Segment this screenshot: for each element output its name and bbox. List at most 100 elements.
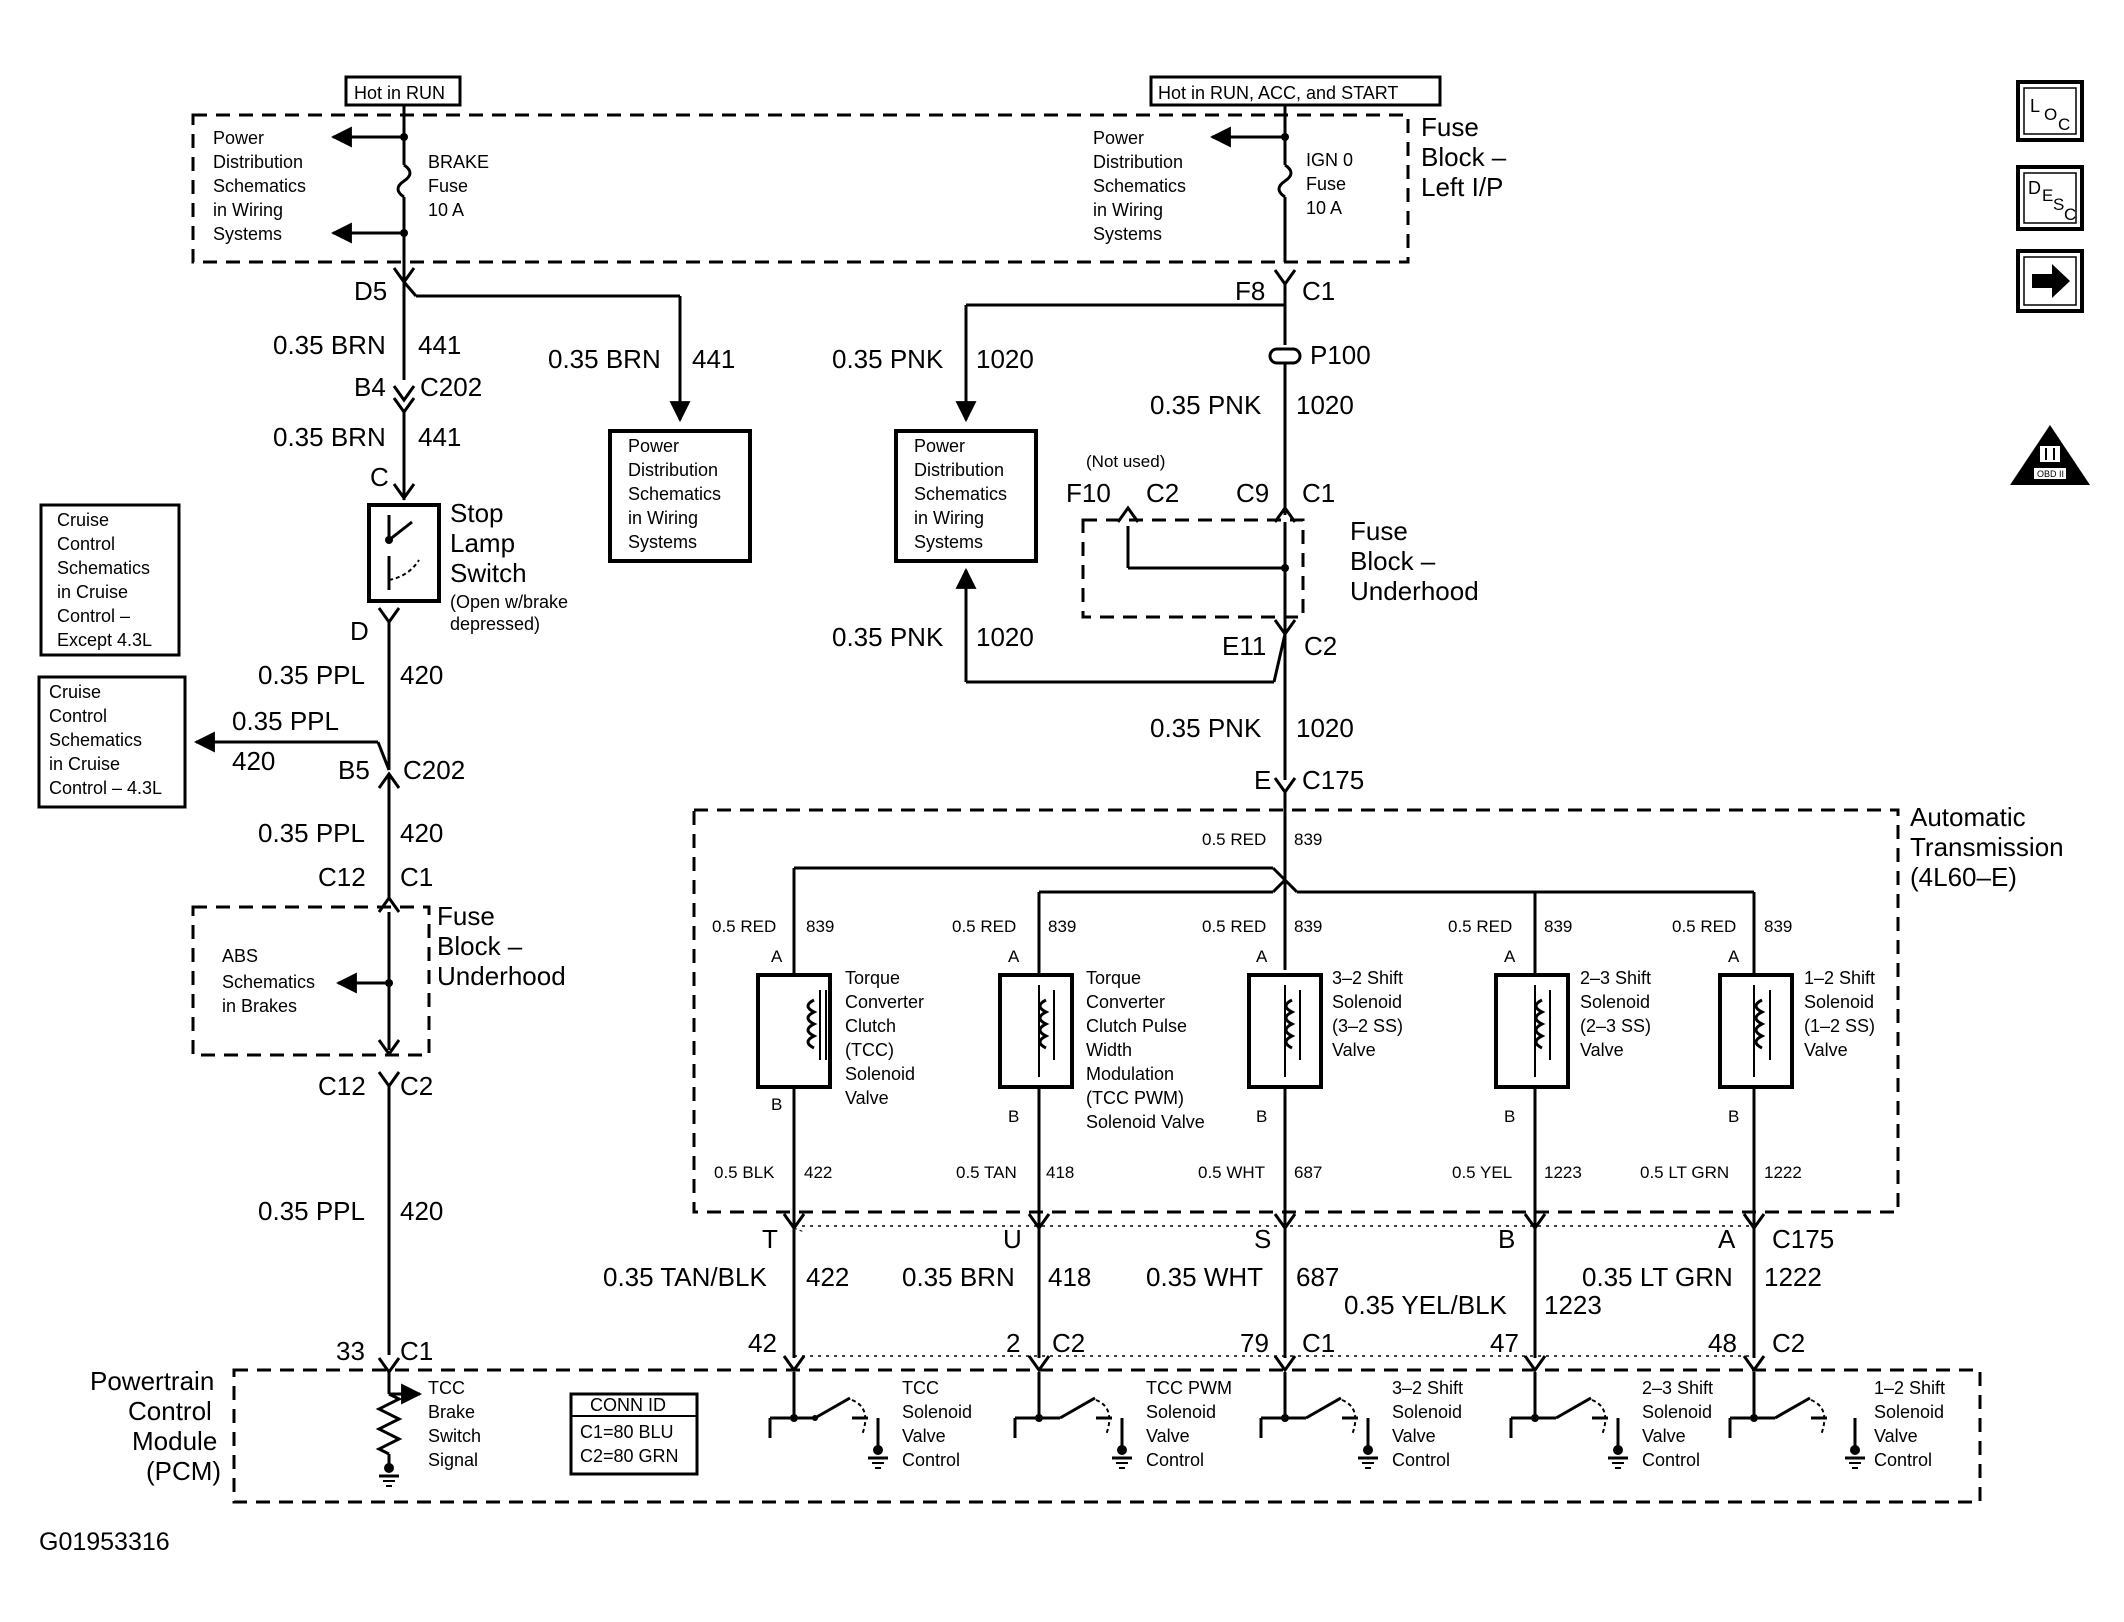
solenoid-tcc: 0.5 RED 839 A B 0.5 BLK 422	[712, 868, 834, 1232]
ign-fuse-text: IGN 0 Fuse 10 A	[1306, 150, 1353, 218]
automatic-transmission-box	[692, 808, 1900, 1214]
svg-text:Systems: Systems	[213, 224, 282, 244]
svg-text:10 A: 10 A	[1306, 198, 1342, 218]
brake-fuse-text: BRAKE Fuse 10 A	[428, 152, 489, 220]
svg-text:Distribution: Distribution	[213, 152, 303, 172]
conn-c1-c9: C1	[1302, 478, 1335, 508]
wire-yelblk: 0.35 YEL/BLK	[1344, 1290, 1508, 1320]
brake-fuse-symbol	[396, 163, 412, 199]
svg-text:Control: Control	[902, 1450, 960, 1470]
pcm-switch-2-3-text: 2–3 Shift Solenoid Valve Control	[1642, 1378, 1713, 1470]
svg-text:3–2 Shift: 3–2 Shift	[1332, 968, 1403, 988]
wire-pnk-1: 0.35 PNK	[1150, 390, 1262, 420]
svg-text:Schematics: Schematics	[57, 558, 150, 578]
svg-text:Solenoid: Solenoid	[1332, 992, 1402, 1012]
solenoid-3-2-text: 3–2 Shift Solenoid (3–2 SS) Valve	[1332, 968, 1403, 1060]
svg-text:Fuse: Fuse	[428, 176, 468, 196]
conn-b5: B5	[338, 755, 370, 785]
solenoid-1-2: 0.5 RED 839 A B 0.5 LT GRN 1222	[1640, 892, 1802, 1232]
wire-420-2: 420	[400, 818, 443, 848]
abs-text: ABS Schematics in Brakes	[222, 946, 315, 1016]
ign-fuse-symbol	[1277, 163, 1293, 199]
svg-text:839: 839	[1544, 917, 1572, 936]
svg-text:3–2 Shift: 3–2 Shift	[1392, 1378, 1463, 1398]
svg-text:U: U	[1003, 1224, 1022, 1254]
svg-text:Valve: Valve	[1392, 1426, 1436, 1446]
wire-418: 418	[1048, 1262, 1091, 1292]
conn-c2-f10: C2	[1146, 478, 1179, 508]
stop-lamp-title-2: Lamp	[450, 528, 515, 558]
pcm-title-1: Powertrain	[90, 1366, 214, 1396]
svg-text:in Wiring: in Wiring	[1093, 200, 1163, 220]
wire-839-main: 839	[1294, 830, 1322, 849]
svg-text:Systems: Systems	[628, 532, 697, 552]
svg-text:Valve: Valve	[1580, 1040, 1624, 1060]
svg-text:Systems: Systems	[914, 532, 983, 552]
svg-text:C1: C1	[1302, 1328, 1335, 1358]
svg-text:Control: Control	[1146, 1450, 1204, 1470]
svg-text:S: S	[1254, 1224, 1271, 1254]
svg-text:TCC PWM: TCC PWM	[1146, 1378, 1232, 1398]
splice-p100	[1268, 347, 1302, 365]
svg-text:L: L	[2030, 96, 2040, 116]
svg-text:2: 2	[1006, 1328, 1020, 1358]
svg-text:A: A	[1008, 947, 1020, 966]
conn-c1-pcm-1: C1	[400, 1336, 433, 1366]
svg-text:in Cruise: in Cruise	[49, 754, 120, 774]
wire-1223: 1223	[1544, 1290, 1602, 1320]
conn-c2-left: C2	[400, 1071, 433, 1101]
svg-text:Control –: Control –	[57, 606, 130, 626]
svg-text:TCC: TCC	[428, 1378, 465, 1398]
svg-text:Fuse: Fuse	[1306, 174, 1346, 194]
svg-text:Cruise: Cruise	[49, 682, 101, 702]
wire-tanblk: 0.35 TAN/BLK	[603, 1262, 767, 1292]
pds-right-text: Power Distribution Schematics in Wiring …	[1093, 128, 1186, 244]
svg-text:TCC: TCC	[902, 1378, 939, 1398]
conn-f8: F8	[1235, 276, 1265, 306]
wire-pnk-branch-2: 0.35 PNK	[832, 622, 944, 652]
svg-text:Switch: Switch	[428, 1426, 481, 1446]
solenoid-tcc-text: Torque Converter Clutch (TCC) Solenoid V…	[845, 968, 924, 1108]
svg-text:Cruise: Cruise	[57, 510, 109, 530]
wire-420-1: 420	[400, 660, 443, 690]
pcm-box	[232, 1368, 1982, 1504]
svg-text:0.5 BLK: 0.5 BLK	[714, 1163, 775, 1182]
pcm-switch-2-3	[1509, 1372, 1628, 1469]
fuse-block-underhood-left	[191, 905, 431, 1057]
pds-left-text: Power Distribution Schematics in Wiring …	[213, 128, 306, 244]
svg-text:A: A	[1256, 947, 1268, 966]
svg-text:Solenoid: Solenoid	[1874, 1402, 1944, 1422]
svg-text:Solenoid: Solenoid	[845, 1064, 915, 1084]
svg-text:1222: 1222	[1764, 1163, 1802, 1182]
svg-text:Control: Control	[57, 534, 115, 554]
svg-text:Torque: Torque	[845, 968, 900, 988]
cruise-except-43-text: Cruise Control Schematics in Cruise Cont…	[57, 510, 152, 650]
conn-c12-1: C12	[318, 862, 366, 892]
svg-text:Converter: Converter	[845, 992, 924, 1012]
pcm-switch-tcc-pwm-text: TCC PWM Solenoid Valve Control	[1146, 1378, 1232, 1470]
svg-text:839: 839	[806, 917, 834, 936]
svg-text:1–2 Shift: 1–2 Shift	[1804, 968, 1875, 988]
svg-text:Valve: Valve	[1642, 1426, 1686, 1446]
svg-text:0.5 WHT: 0.5 WHT	[1198, 1163, 1265, 1182]
svg-text:B: B	[771, 1095, 782, 1114]
pcm-switch-3-2	[1259, 1372, 1378, 1469]
svg-text:Solenoid: Solenoid	[1146, 1402, 1216, 1422]
location-icon[interactable]: L O C	[2016, 80, 2084, 142]
solenoid-tcc-pwm-text: Torque Converter Clutch Pulse Width Modu…	[1086, 968, 1205, 1132]
solenoid-1-2-text: 1–2 Shift Solenoid (1–2 SS) Valve	[1804, 968, 1875, 1060]
svg-text:839: 839	[1048, 917, 1076, 936]
svg-text:Converter: Converter	[1086, 992, 1165, 1012]
conn-id-c2: C2=80 GRN	[580, 1446, 679, 1466]
fuse-block-left-ip	[191, 113, 1410, 264]
svg-text:A: A	[771, 947, 783, 966]
svg-text:OBD II: OBD II	[2037, 469, 2064, 479]
next-arrow-icon[interactable]	[2016, 249, 2084, 313]
wire-ppl-2: 0.35 PPL	[258, 818, 365, 848]
obd-ii-icon[interactable]: OBD II	[2010, 425, 2090, 485]
trans-title-2: Transmission	[1910, 832, 2064, 862]
description-icon[interactable]: D E S C	[2016, 165, 2084, 231]
solenoid-3-2: 0.5 RED 839 A B 0.5 WHT 687	[1198, 917, 1323, 1232]
svg-text:(2–3 SS): (2–3 SS)	[1580, 1016, 1651, 1036]
